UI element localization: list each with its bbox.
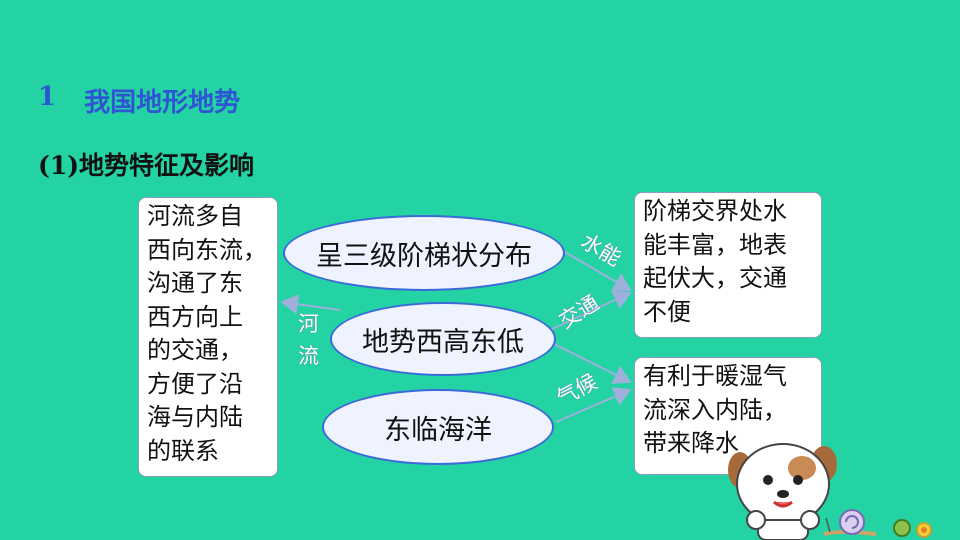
snail-and-flower-icon: [823, 509, 932, 538]
section-number: 1: [38, 82, 57, 112]
right-bottom-effect-box: 有利于暖湿气 流深入内陆， 带来降水: [634, 357, 822, 475]
text-line: 的联系: [147, 436, 219, 465]
arrow-hydro: [557, 247, 632, 292]
text-line: 带来降水: [643, 429, 739, 457]
text-line: 流深入内陆，: [643, 395, 787, 424]
text-line: 西向东流，: [147, 235, 267, 264]
oval-west-high-east-low: 地势西高东低: [330, 302, 556, 376]
subheading: (1)地势特征及影响: [38, 151, 255, 180]
text-line: 河流多自: [147, 202, 243, 230]
arrow-sea-climate: [555, 387, 632, 423]
oval-east-sea: 东临海洋: [322, 389, 554, 465]
arrow-traffic: [549, 290, 632, 331]
puppy-mascot-icon: [728, 443, 837, 540]
section-heading: 1 我国地形地势: [38, 82, 240, 119]
edge-label-river: 河 流: [298, 312, 319, 368]
text-line: 海与内陆: [147, 403, 243, 431]
arrow-to-left-box: [280, 294, 341, 315]
section-title: 我国地形地势: [84, 88, 241, 118]
text-line: 起伏大，交通: [643, 264, 787, 292]
edge-label-char: 河: [298, 312, 319, 336]
text-line: 方便了沿: [147, 369, 243, 398]
oval-three-steps: 呈三级阶梯状分布: [283, 215, 565, 291]
arrow-climate: [551, 342, 632, 384]
text-line: 沟通了东: [147, 269, 243, 297]
text-line: 西方向上: [147, 302, 243, 331]
left-effect-box: 河流多自 西向东流， 沟通了东 西方向上 的交通， 方便了沿 海与内陆 的联系: [138, 197, 278, 477]
edge-label-char: 流: [298, 344, 319, 368]
right-top-effect-box: 阶梯交界处水 能丰富，地表 起伏大，交通 不便: [634, 192, 822, 338]
text-line: 不便: [643, 297, 691, 326]
text-line: 阶梯交界处水: [643, 197, 787, 225]
text-line: 有利于暖湿气: [643, 362, 787, 390]
text-line: 能丰富，地表: [643, 230, 787, 259]
text-line: 的交通，: [147, 336, 243, 364]
